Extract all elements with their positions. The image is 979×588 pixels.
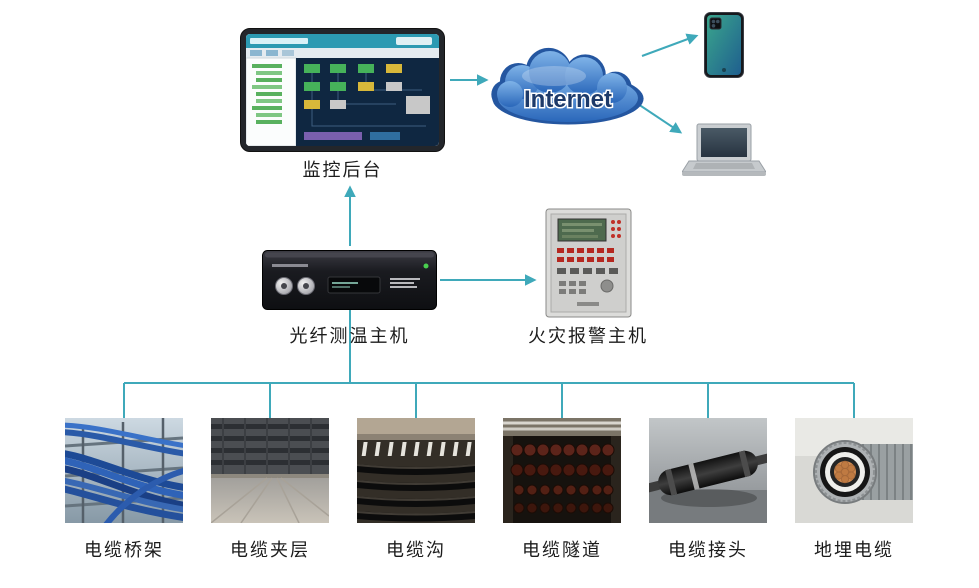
cable-tunnel-photo: [503, 418, 621, 523]
endpoint-buried-cable: 地埋电缆: [795, 418, 913, 562]
endpoint-label: 电缆隧道: [522, 540, 602, 560]
endpoint-cable-tray: 电缆桥架: [65, 418, 183, 562]
endpoint-cable-trench: 电缆沟: [357, 418, 475, 562]
fire-alarm-panel-icon: [545, 208, 632, 318]
endpoint-label: 电缆夹层: [230, 540, 310, 560]
scada-screenshot-icon: [246, 34, 439, 146]
cloud-icon: Internet: [491, 47, 644, 125]
smartphone-node: [704, 12, 744, 78]
fiber-host-label: 光纤测温主机: [289, 326, 410, 346]
endpoint-cable-tunnel: 电缆隧道: [503, 418, 621, 562]
monitoring-backend-node: [240, 28, 445, 152]
fiber-host-node: [262, 250, 437, 310]
cable-joint-photo: [649, 418, 767, 523]
internet-cloud: Internet: [491, 44, 644, 128]
fire-alarm-label: 火灾报警主机: [528, 326, 648, 346]
laptop-icon: [682, 123, 766, 176]
cable-tray-photo: [65, 418, 183, 523]
cable-trench-image: [357, 418, 475, 523]
buried-cable-image: [795, 418, 913, 523]
buried-cable-photo: [795, 418, 913, 523]
cable-trench-photo: [357, 418, 475, 523]
fire-alarm-node: [545, 208, 632, 318]
monitor-label: 监控后台: [302, 160, 383, 180]
cable-mezzanine-photo: [211, 418, 329, 523]
endpoint-label: 电缆沟: [386, 540, 446, 560]
endpoint-label: 电缆桥架: [84, 540, 164, 560]
monitor-screen-image: [246, 34, 439, 146]
internet-label: Internet: [524, 86, 612, 113]
cable-tray-image: [65, 418, 183, 523]
laptop-node: [682, 122, 766, 178]
endpoint-label: 地埋电缆: [814, 540, 894, 560]
fiber-host-device-icon: [262, 250, 437, 310]
endpoint-label: 电缆接头: [668, 540, 748, 560]
endpoint-cable-joint: 电缆接头: [649, 418, 767, 562]
smartphone-icon: [704, 12, 744, 78]
cable-tunnel-image: [503, 418, 621, 523]
cable-joint-image: [649, 418, 767, 523]
endpoint-cable-mezzanine: 电缆夹层: [211, 418, 329, 562]
cable-mezzanine-image: [211, 418, 329, 523]
